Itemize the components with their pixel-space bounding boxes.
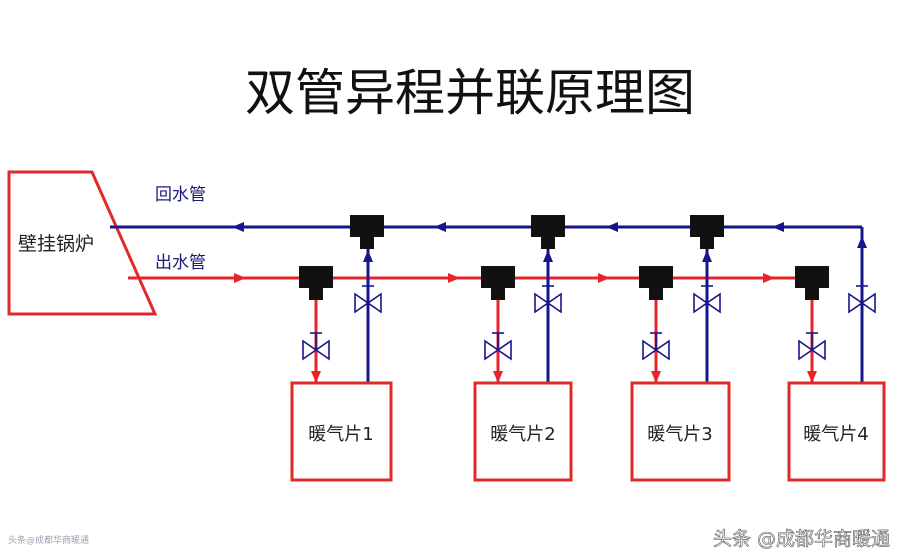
supply-pipe-label: 出水管 — [155, 253, 206, 273]
supply-flow-arrows — [234, 273, 775, 283]
supply-valve-1 — [302, 332, 330, 361]
return-valve-1 — [354, 285, 382, 314]
supply-valve-4 — [798, 332, 826, 361]
boiler-label: 壁挂锅炉 — [18, 233, 94, 255]
supply-main — [128, 273, 812, 283]
return-tee-1 — [350, 215, 384, 249]
return-main — [110, 222, 867, 383]
return-riser-arrow-3 — [702, 250, 712, 262]
supply-tee-3 — [639, 266, 673, 300]
radiator-1-label: 暖气片1 — [308, 424, 373, 445]
supply-tee-4 — [795, 266, 829, 300]
branch-1: 暖气片1 — [290, 215, 393, 482]
return-valve-2 — [534, 285, 562, 314]
return-flow-arrows — [232, 222, 784, 232]
supply-tee-2 — [481, 266, 515, 300]
watermark-main: 头条 @成都华商暖通 — [713, 528, 890, 550]
return-riser-arrow-2 — [543, 250, 553, 262]
return-riser-arrow-1 — [363, 250, 373, 262]
supply-drop-arrow-2 — [493, 371, 503, 383]
return-riser-arrow-4 — [857, 236, 867, 248]
return-valve-4 — [848, 285, 876, 314]
supply-drop-arrow-3 — [651, 371, 661, 383]
return-tee-3 — [690, 215, 724, 249]
supply-valve-3 — [642, 332, 670, 361]
branch-2: 暖气片2 — [473, 215, 573, 482]
return-tee-2 — [531, 215, 565, 249]
radiator-3-label: 暖气片3 — [647, 424, 712, 445]
watermark-small: 头条@成都华商暖通 — [8, 534, 89, 546]
boiler-shape — [7, 170, 158, 316]
diagram-title: 双管异程并联原理图 — [245, 64, 695, 122]
radiator-3 — [630, 381, 731, 482]
branch-3: 暖气片3 — [630, 215, 731, 482]
supply-valve-2 — [484, 332, 512, 361]
boiler: 壁挂锅炉 — [7, 170, 158, 316]
radiator-1 — [290, 381, 393, 482]
radiator-4-label: 暖气片4 — [803, 424, 868, 445]
branch-4: 暖气片4 — [787, 266, 886, 482]
supply-drop-arrow-1 — [311, 371, 321, 383]
return-pipe-label: 回水管 — [155, 185, 206, 205]
radiator-2-label: 暖气片2 — [490, 424, 555, 445]
radiator-4 — [787, 381, 886, 482]
return-valve-3 — [693, 285, 721, 314]
radiator-2 — [473, 381, 573, 482]
supply-tee-1 — [299, 266, 333, 300]
supply-drop-arrow-4 — [807, 371, 817, 383]
